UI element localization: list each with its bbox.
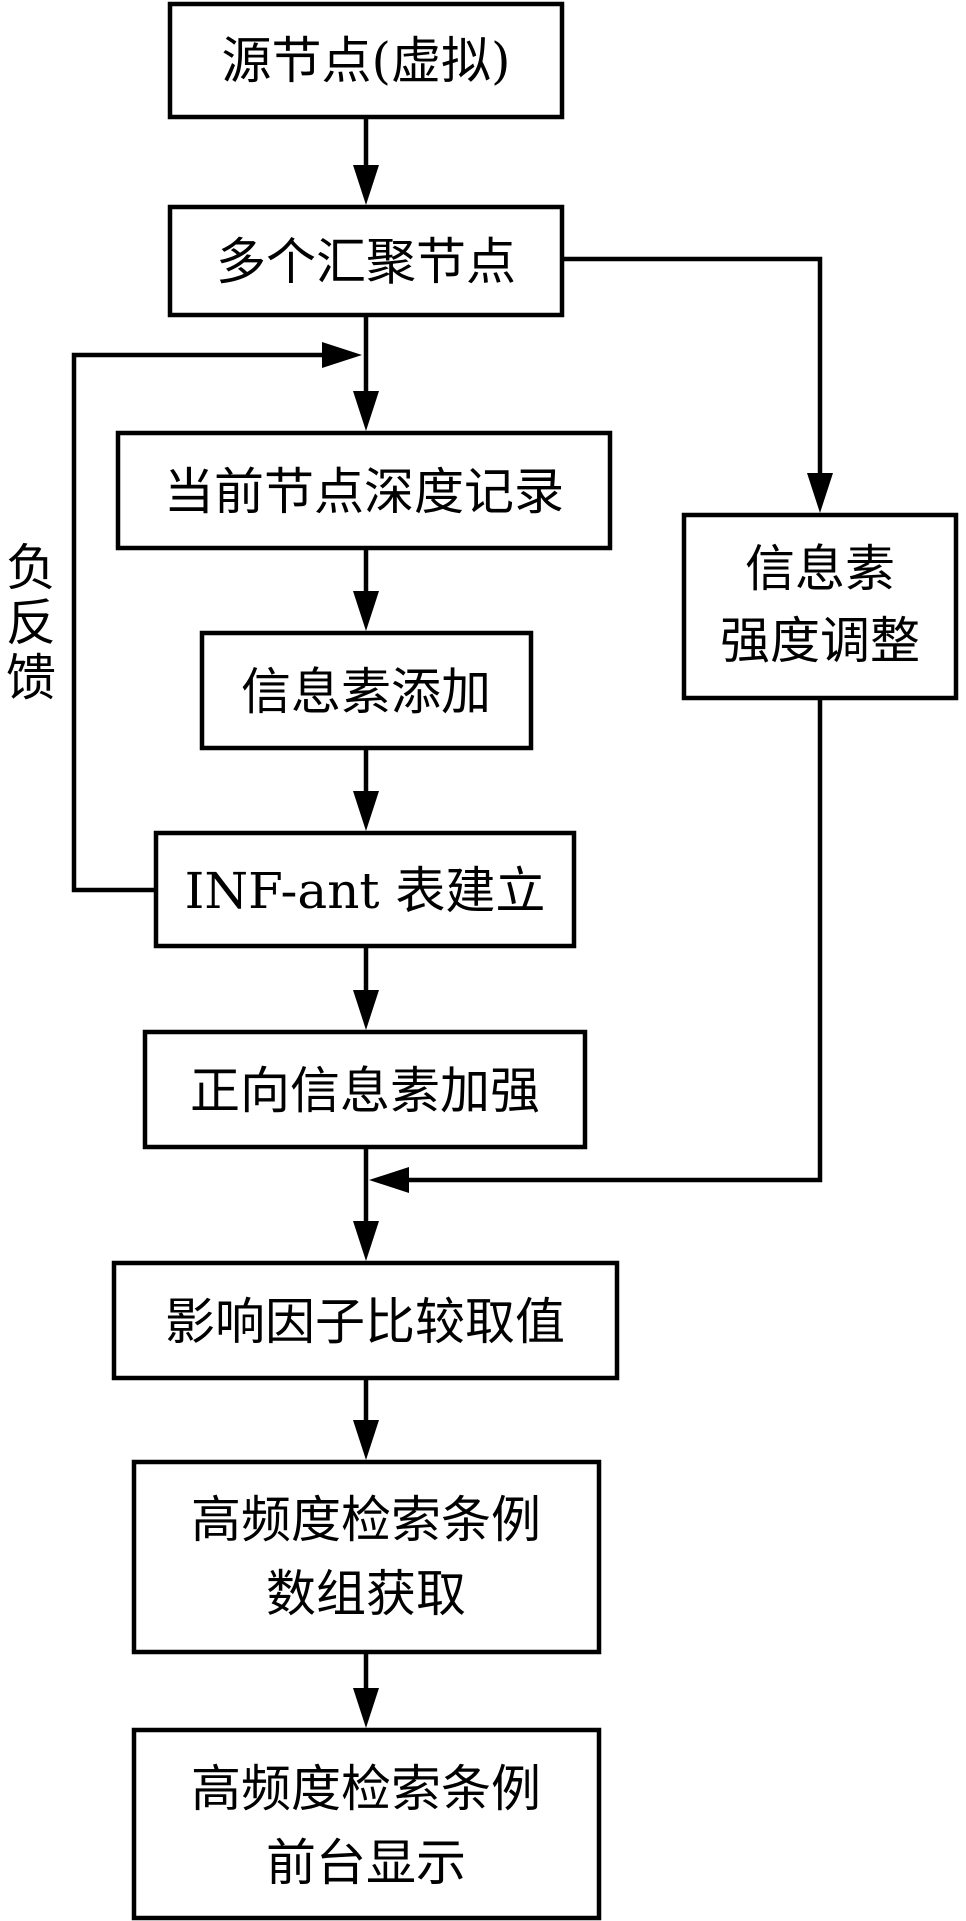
arrow-head-icon [322, 342, 362, 368]
arrow-head-icon [353, 391, 379, 431]
edge-negative-feedback-loop [71, 342, 362, 893]
node-pheromone-add: 信息素添加 [199, 630, 534, 751]
node-array-fetch-line2: 数组获取 [266, 1565, 466, 1623]
node-sinks: 多个汇聚节点 [167, 204, 565, 318]
edge-source-to-sinks [353, 117, 379, 205]
node-source: 源节点(虚拟) [167, 1, 565, 120]
edge-sinks-to-intensity-adjust [562, 256, 833, 513]
arrow-head-icon [353, 1221, 379, 1261]
node-array-fetch-line1: 高频度检索条例 [191, 1491, 541, 1549]
edge-array-fetch-to-frontend-display [353, 1652, 379, 1728]
arrow-head-icon [353, 990, 379, 1030]
arrow-head-icon [369, 1167, 409, 1193]
edge-depth-record-to-pheromone-add [353, 548, 379, 631]
edge-sinks-to-depth-record [353, 315, 379, 431]
arrow-head-icon [353, 791, 379, 831]
arrow-head-icon [353, 165, 379, 205]
edge-forward-strengthen-to-factor-compare [353, 1147, 379, 1261]
negative-feedback-label: 负 反 馈 [6, 539, 56, 707]
node-frontend-display-line1: 高频度检索条例 [191, 1760, 541, 1818]
edge-pheromone-add-to-inf-ant-table [353, 748, 379, 831]
node-depth-record: 当前节点深度记录 [115, 430, 613, 551]
node-source-label: 源节点(虚拟) [221, 32, 510, 90]
edge-factor-compare-to-array-fetch [353, 1378, 379, 1460]
node-frontend-display-line2: 前台显示 [266, 1834, 466, 1892]
edge-intensity-adjust-to-merge [369, 698, 823, 1193]
node-intensity-adjust: 信息素 强度调整 [681, 512, 959, 701]
edge-inf-ant-table-to-forward-strengthen [353, 946, 379, 1030]
node-sinks-label: 多个汇聚节点 [216, 233, 516, 291]
node-inf-ant-table-label: INF-ant 表建立 [185, 862, 546, 920]
arrow-head-icon [353, 1688, 379, 1728]
node-intensity-adjust-line1: 信息素 [745, 540, 895, 598]
arrow-head-icon [353, 591, 379, 631]
node-array-fetch: 高频度检索条例 数组获取 [131, 1459, 602, 1655]
node-depth-record-label: 当前节点深度记录 [164, 463, 564, 521]
node-forward-strengthen-label: 正向信息素加强 [190, 1062, 540, 1120]
node-factor-compare: 影响因子比较取值 [111, 1260, 620, 1381]
negative-feedback-char-2: 反 [6, 594, 56, 652]
negative-feedback-char-3: 馈 [6, 649, 56, 707]
node-pheromone-add-label: 信息素添加 [241, 663, 491, 721]
node-forward-strengthen: 正向信息素加强 [142, 1029, 588, 1150]
arrow-head-icon [807, 473, 833, 513]
node-factor-compare-label: 影响因子比较取值 [165, 1293, 565, 1351]
negative-feedback-char-1: 负 [6, 539, 56, 597]
node-frontend-display: 高频度检索条例 前台显示 [131, 1727, 602, 1921]
arrow-head-icon [353, 1420, 379, 1460]
node-intensity-adjust-line2: 强度调整 [720, 612, 920, 670]
node-inf-ant-table: INF-ant 表建立 [153, 830, 577, 949]
